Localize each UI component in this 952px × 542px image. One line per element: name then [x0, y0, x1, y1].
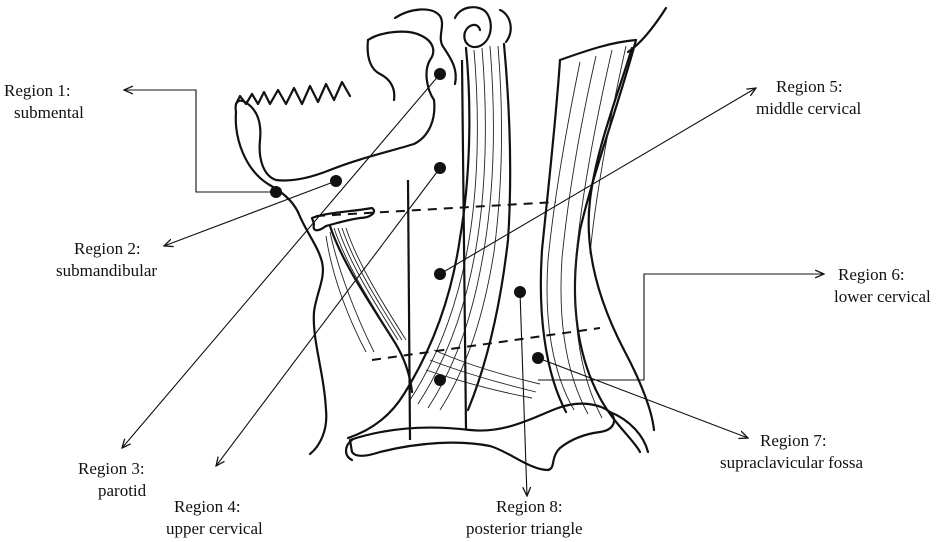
label-region-4: Region 4: upper cervical — [166, 497, 263, 538]
division-line-1 — [408, 180, 410, 440]
region-1-name: submental — [14, 103, 84, 122]
division-line-2 — [462, 60, 466, 430]
leader-region-8 — [520, 292, 527, 496]
leader-region-4 — [216, 168, 440, 466]
label-region-8: Region 8: posterior triangle — [466, 497, 583, 538]
occipital-outline — [500, 10, 511, 42]
leader-region-7 — [538, 358, 748, 438]
region-8-name: posterior triangle — [466, 519, 583, 538]
leader-region-1 — [124, 90, 276, 192]
region-8-title: Region 8: — [496, 497, 563, 516]
mandible-outline — [236, 32, 435, 181]
region-2-name: submandibular — [56, 261, 157, 280]
region-5-title: Region 5: — [776, 77, 843, 96]
region-6-name: lower cervical — [834, 287, 931, 306]
sternocleidomastoid-fibers — [410, 46, 501, 410]
mandible-ramus — [368, 40, 395, 100]
strap-muscle-outline — [330, 226, 412, 392]
label-region-2: Region 2: submandibular — [56, 239, 157, 280]
region-3-name: parotid — [98, 481, 147, 500]
sternocleidomastoid-back — [468, 44, 510, 410]
leader-region-6 — [538, 274, 824, 380]
shoulder-outline — [610, 412, 648, 452]
region-3-title: Region 3: — [78, 459, 145, 478]
region-4-name: upper cervical — [166, 519, 263, 538]
hyoid-level-dashed-line — [316, 202, 556, 216]
region-1-title: Region 1: — [4, 81, 71, 100]
label-region-3: Region 3: parotid — [78, 459, 147, 500]
region-7-name: supraclavicular fossa — [720, 453, 863, 472]
node-dot-region-6 — [434, 374, 446, 386]
label-region-6: Region 6: lower cervical — [834, 265, 931, 306]
teeth-row — [236, 82, 350, 104]
region-labels: Region 1: submental Region 2: submandibu… — [4, 77, 931, 538]
region-7-title: Region 7: — [760, 431, 827, 450]
leader-lines — [122, 74, 824, 496]
mastoid-outline — [455, 7, 491, 47]
leader-region-3 — [122, 74, 440, 448]
region-2-title: Region 2: — [74, 239, 141, 258]
skull-base-outline — [395, 9, 456, 84]
region-6-title: Region 6: — [838, 265, 905, 284]
throat-outline — [298, 212, 326, 454]
label-region-5: Region 5: middle cervical — [756, 77, 862, 118]
hyoid-bone — [312, 208, 374, 230]
trapezius-back — [541, 60, 566, 412]
label-region-7: Region 7: supraclavicular fossa — [720, 431, 863, 472]
label-region-1: Region 1: submental — [4, 81, 84, 122]
region-4-title: Region 4: — [174, 497, 241, 516]
chin-outline — [236, 112, 298, 212]
region-5-name: middle cervical — [756, 99, 862, 118]
